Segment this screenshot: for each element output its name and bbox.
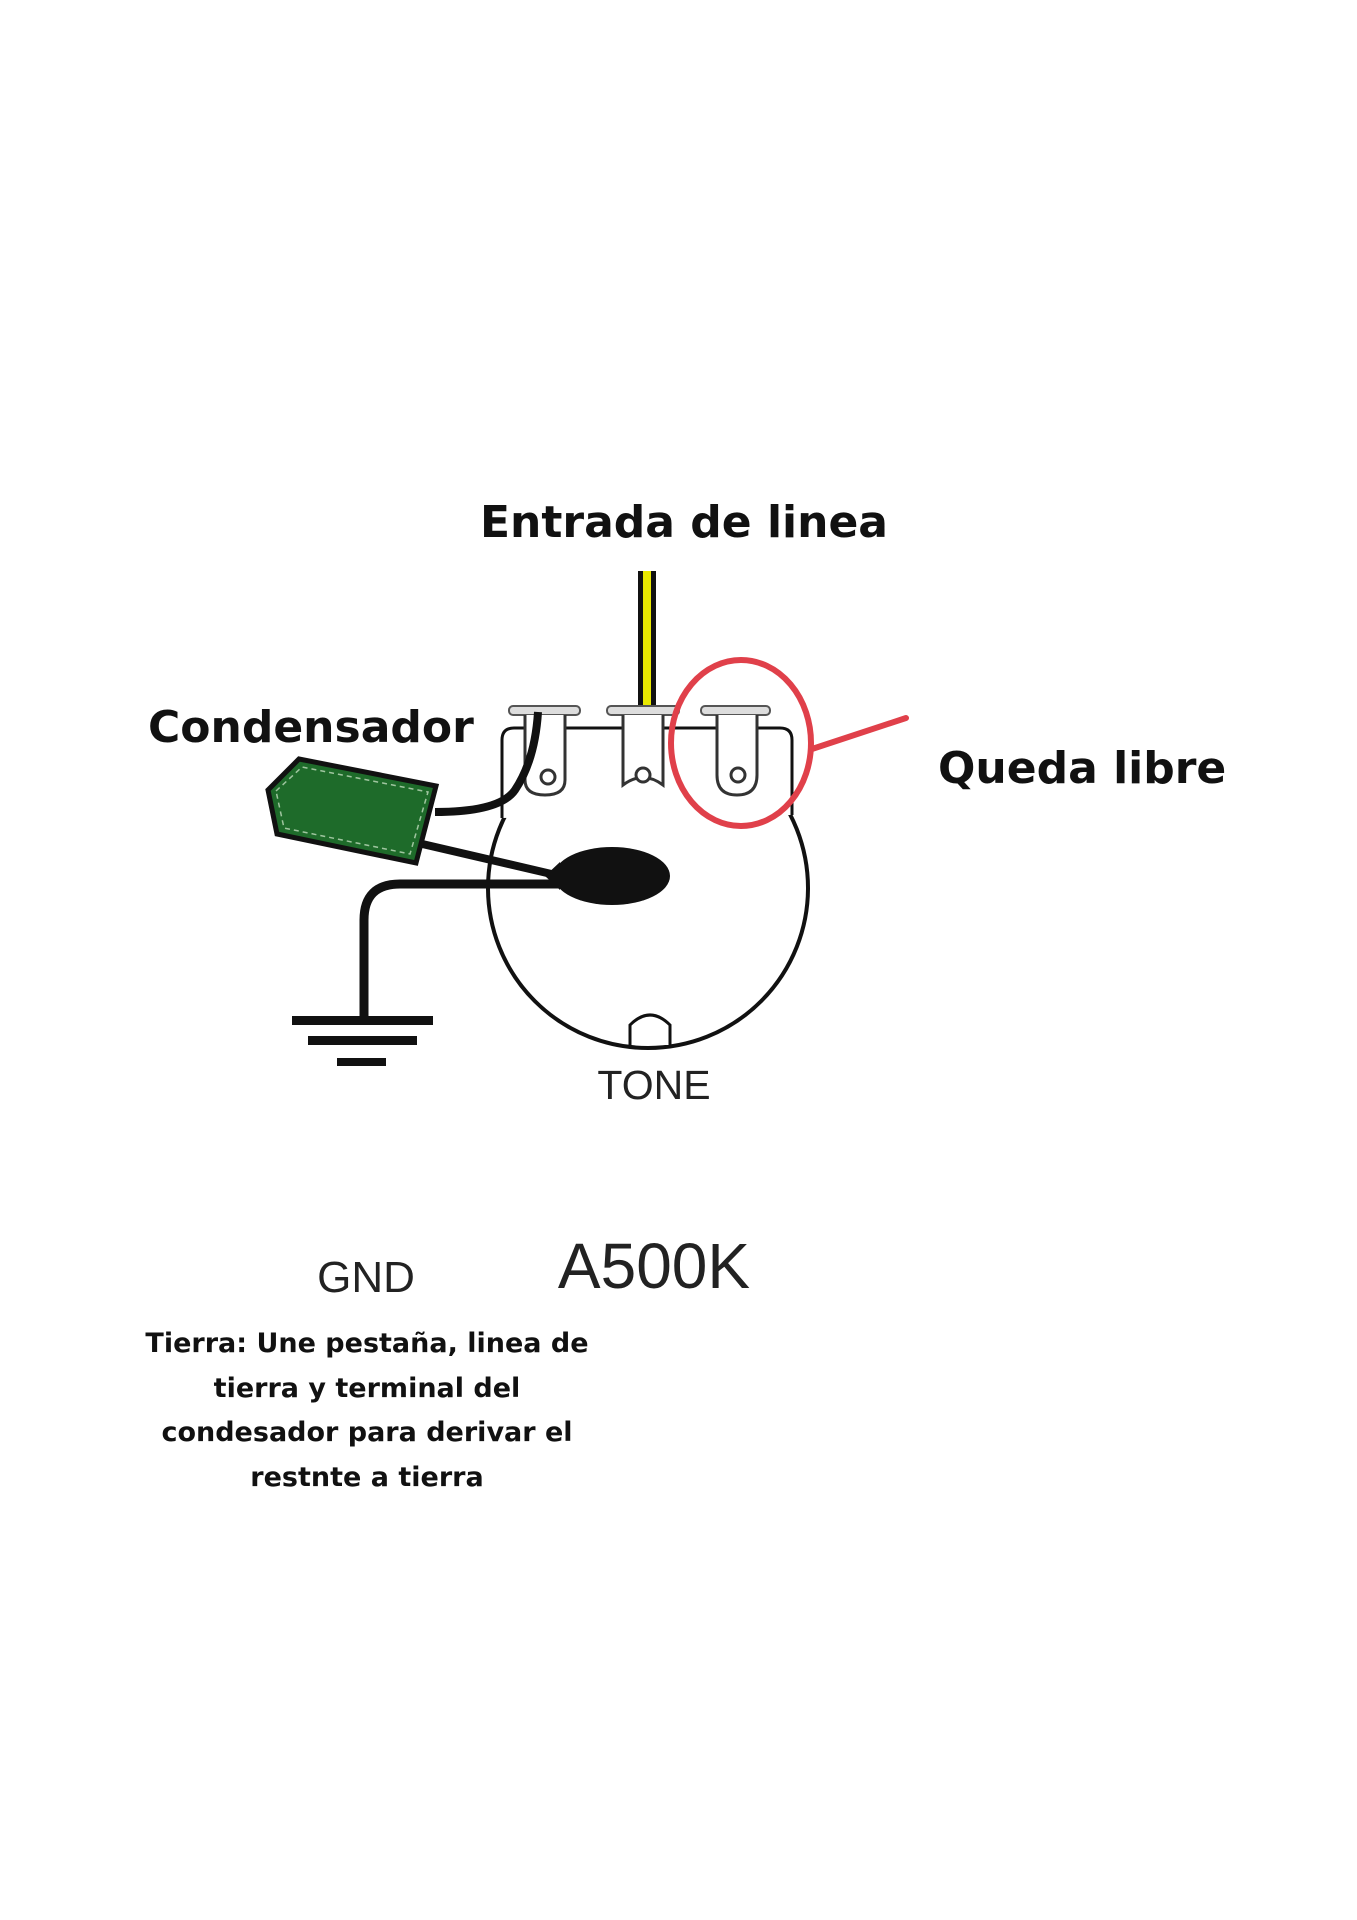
ground-symbol-icon	[292, 1016, 433, 1066]
note-line: condesador para derivar el	[161, 1417, 573, 1448]
ground-explanation-note: Tierra: Une pestaña, linea de tierra y t…	[117, 1322, 617, 1500]
capacitor-lead-to-terminal	[434, 711, 542, 816]
capacitor-lead-to-ground-lug	[417, 839, 561, 880]
terminal-right	[700, 705, 771, 797]
ground-label: GND	[317, 1253, 415, 1302]
terminal-middle	[606, 705, 680, 788]
free-terminal-label: Queda libre	[938, 743, 1226, 794]
pot-terminal-housing	[500, 705, 794, 818]
note-line: restnte a tierra	[250, 1461, 484, 1493]
line-input-label: Entrada de linea	[480, 497, 888, 548]
pot-notch	[628, 1013, 672, 1045]
ground-solder-lug	[545, 847, 670, 905]
capacitor-label: Condensador	[148, 702, 474, 753]
pot-name-label: TONE	[597, 1062, 710, 1108]
ground-wire	[359, 879, 560, 1020]
capacitor-icon	[265, 756, 440, 866]
pot-value-label: A500K	[558, 1230, 750, 1302]
note-line: Tierra: Une pestaña, linea de	[145, 1328, 589, 1359]
free-terminal-highlight	[668, 657, 909, 829]
note-line: tierra y terminal del	[213, 1372, 521, 1404]
